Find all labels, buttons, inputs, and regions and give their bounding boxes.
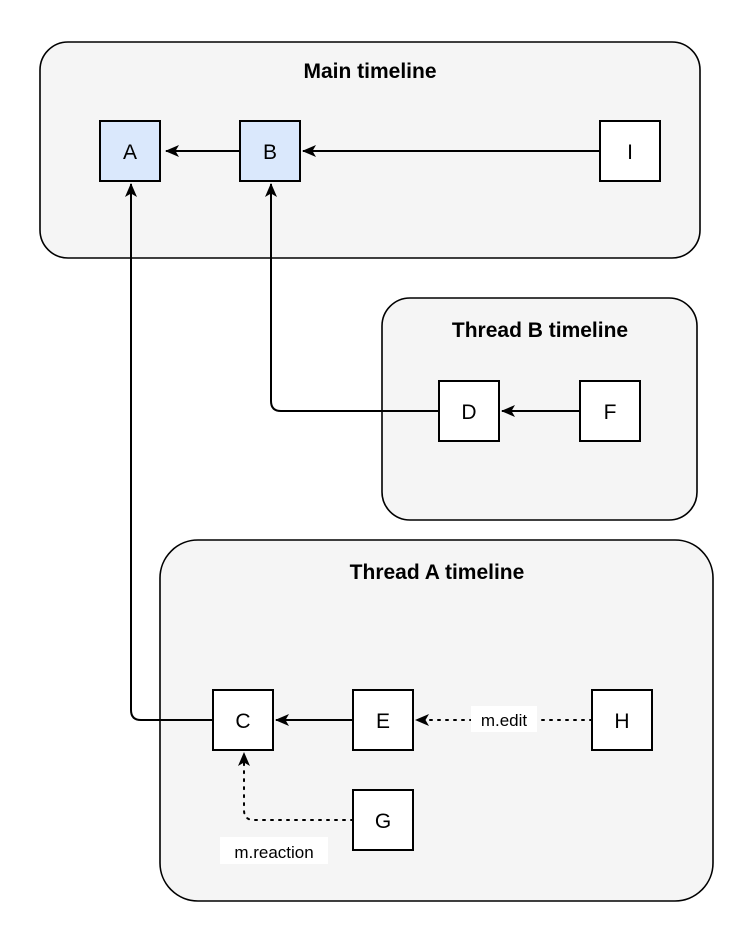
node-G-label: G [375,810,391,833]
edge-C-to-A [125,183,213,721]
node-B-box [239,120,301,182]
node-H-label: H [614,710,629,733]
node-D-label: D [461,401,476,424]
node-B: B [239,120,301,182]
node-H-box [591,689,653,751]
container-thread-a-timeline-title: Thread A timeline [350,561,525,584]
node-A: A [99,120,161,182]
node-E: E [352,689,414,751]
edge-label-m-reaction: m.reaction [220,837,328,864]
container-thread-a-timeline: Thread A timeline [159,539,714,902]
node-I-box [599,120,661,182]
node-D: D [438,380,500,442]
edge-label-m-edit-bg [471,706,537,732]
node-F-label: F [604,401,617,424]
edge-label-m-reaction-text: m.reaction [234,843,313,862]
edge-D-to-B [265,183,439,412]
node-D-box [438,380,500,442]
node-F-box [579,380,641,442]
edge-label-m-edit-text: m.edit [481,711,528,730]
node-C: C [212,689,274,751]
container-thread-b-timeline: Thread B timeline [381,297,698,521]
node-E-label: E [376,710,390,733]
node-G-box [352,789,414,851]
node-A-box [99,120,161,182]
edge-label-m-edit: m.edit [471,706,537,732]
node-C-label: C [235,710,250,733]
node-C-box [212,689,274,751]
node-B-label: B [263,141,277,164]
node-G: G [352,789,414,851]
container-main-timeline-title: Main timeline [303,60,436,83]
node-F: F [579,380,641,442]
node-I-label: I [627,141,633,164]
container-thread-b-timeline-box [381,297,698,521]
node-H: H [591,689,653,751]
edge-label-m-reaction-bg [220,837,328,864]
node-I: I [599,120,661,182]
node-A-label: A [123,141,137,164]
container-thread-b-timeline-title: Thread B timeline [452,319,628,342]
node-E-box [352,689,414,751]
